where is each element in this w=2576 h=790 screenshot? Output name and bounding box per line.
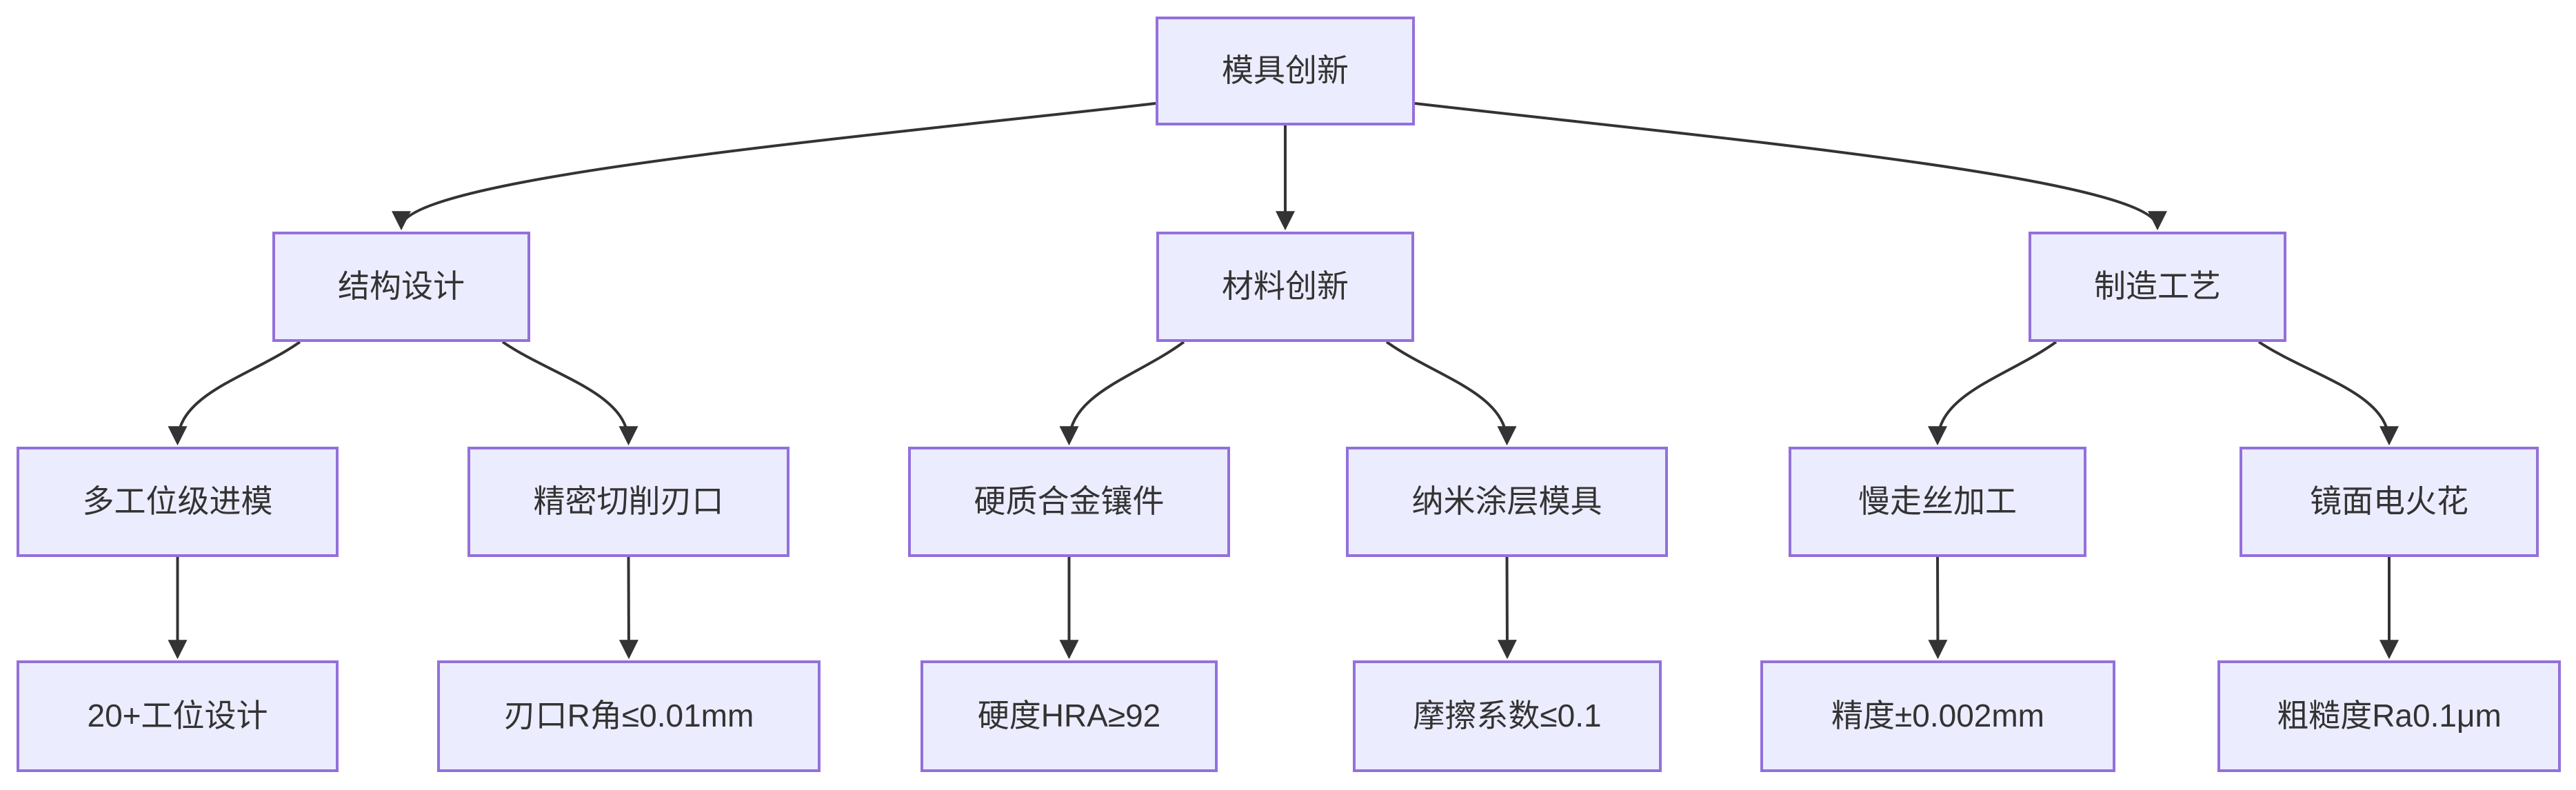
node-label: 摩擦系数≤0.1 [1413,698,1602,734]
edge-material-to-nano [1385,341,1517,446]
edge-struct-to-edge_cut [501,341,638,446]
node-label: 硬质合金镶件 [974,483,1165,520]
edge-process-to-edm [2257,341,2399,446]
node-label: 结构设计 [338,268,465,305]
node-label: 多工位级进模 [82,483,273,520]
node-edm: 镜面电火花 [2240,447,2539,557]
node-material: 材料创新 [1156,232,1414,342]
node-label: 纳米涂层模具 [1411,483,1602,520]
node-nano: 纳米涂层模具 [1346,447,1668,557]
node-label: 粗糙度Ra0.1μm [2277,698,2502,734]
edge-nano-to-friction [1497,556,1517,660]
node-label: 材料创新 [1222,268,1349,305]
node-stations: 20+工位设计 [17,660,339,772]
node-radius: 刃口R角≤0.01mm [437,660,821,772]
edge-process-to-wire [1928,341,2057,446]
edge-edge_cut-to-radius [618,556,638,660]
edge-material-to-carbide [1059,341,1185,446]
node-label: 镜面电火花 [2310,483,2468,520]
node-label: 刃口R角≤0.01mm [503,698,754,734]
node-carbide: 硬质合金镶件 [908,447,1230,557]
node-multi: 多工位级进模 [17,447,339,557]
node-label: 精密切削刃口 [533,483,724,520]
node-edge_cut: 精密切削刃口 [467,447,789,557]
node-precision: 精度±0.002mm [1760,660,2115,772]
node-label: 硬度HRA≥92 [977,698,1161,734]
node-wire: 慢走丝加工 [1789,447,2086,557]
node-label: 20+工位设计 [87,698,268,734]
edge-struct-to-multi [168,341,301,446]
edge-root-to-struct [392,102,1156,231]
edge-root-to-process [1414,102,2167,231]
edge-group [168,102,2399,660]
node-label: 慢走丝加工 [1858,483,2017,520]
node-root: 模具创新 [1156,17,1415,125]
node-label: 制造工艺 [2094,268,2221,305]
node-label: 精度±0.002mm [1831,698,2044,734]
node-hardness: 硬度HRA≥92 [920,660,1218,772]
node-friction: 摩擦系数≤0.1 [1353,660,1662,772]
node-process: 制造工艺 [2029,232,2286,342]
node-roughness: 粗糙度Ra0.1μm [2217,660,2561,772]
node-struct: 结构设计 [272,232,530,342]
node-label: 模具创新 [1222,52,1349,89]
